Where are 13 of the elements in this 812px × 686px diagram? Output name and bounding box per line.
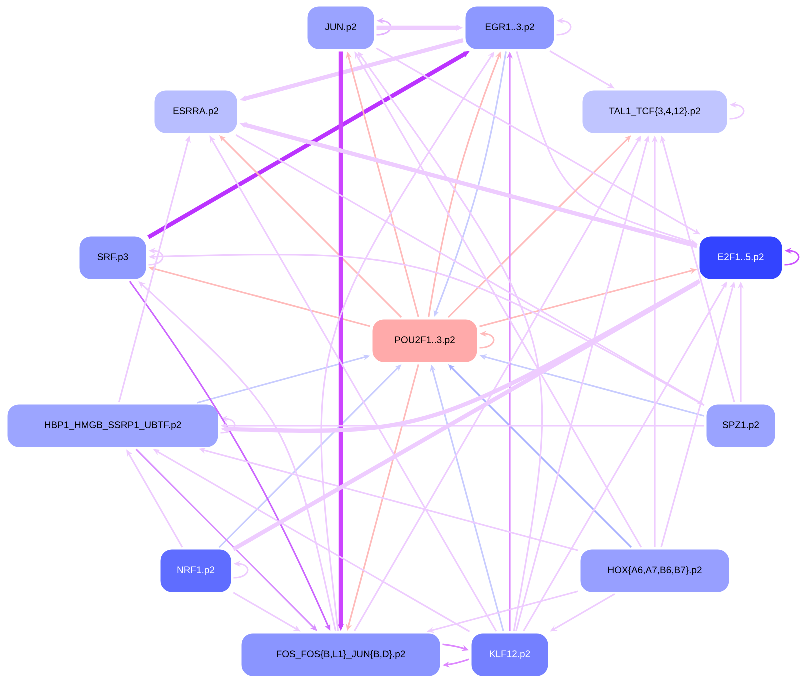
node-box: FOS_FOS{B,L1}_JUN{B,D}.p2 [240,632,442,678]
node-box: KLF12.p2 [470,632,550,678]
node-box: E2F1..5.p2 [698,235,784,281]
node-box: ESRRA.p2 [153,89,239,135]
node-box: SRF.p3 [78,235,148,281]
node-box: EGR1..3.p2 [464,5,556,51]
node-box: HBP1_HMGB_SSRP1_UBTF.p2 [6,403,220,449]
node-box: JUN.p2 [306,5,376,51]
node-box: TAL1_TCF{3,4,12}.p2 [581,89,729,135]
node-box: POU2F1..3.p2 [371,318,479,364]
node-box: SPZ1.p2 [705,403,777,449]
node-box: NRF1.p2 [159,548,233,594]
node-box: HOX{A6,A7,B6,B7}.p2 [579,548,731,594]
